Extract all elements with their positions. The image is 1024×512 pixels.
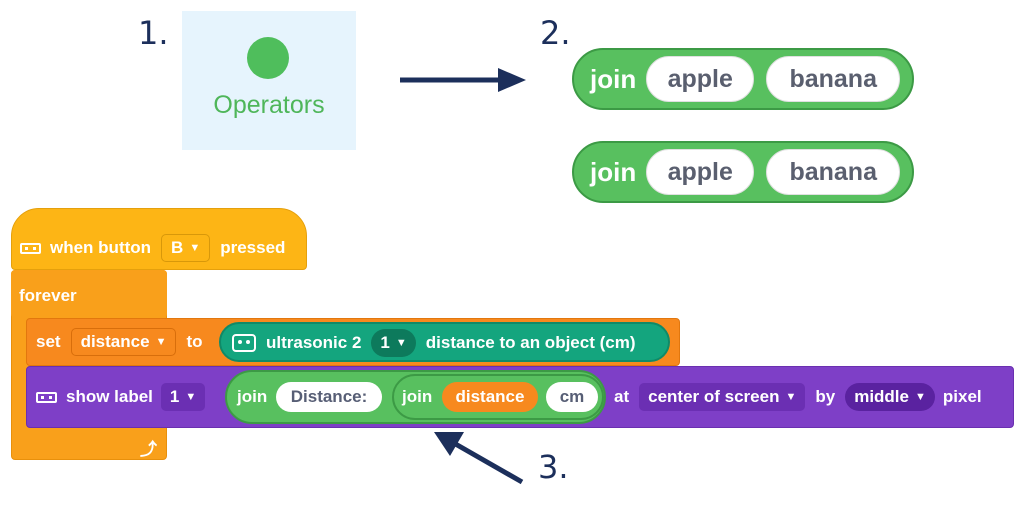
join-input-a[interactable]: apple: [646, 149, 755, 195]
sensor-suffix: distance to an object (cm): [425, 333, 636, 352]
hat-prefix: when button: [50, 238, 152, 257]
join-input-b[interactable]: banana: [766, 149, 901, 195]
join-keyword: join: [590, 156, 637, 187]
step-1-label: 1.: [138, 14, 169, 52]
join-keyword: join: [590, 63, 637, 94]
join-block-1[interactable]: join apple banana: [572, 48, 914, 110]
arrow-right-icon: [400, 68, 526, 92]
align-dropdown[interactable]: middle ▼: [845, 383, 935, 411]
chevron-down-icon: ▼: [155, 336, 167, 348]
unit-text-input[interactable]: cm: [546, 382, 598, 412]
ultrasonic-sensor-icon: [232, 334, 256, 352]
chevron-down-icon: ▼: [189, 242, 201, 254]
forever-label: forever: [19, 286, 77, 305]
variable-dropdown[interactable]: distance ▼: [70, 328, 177, 356]
label-index-dropdown[interactable]: 1 ▼: [160, 383, 206, 411]
align-value: middle: [854, 387, 909, 406]
loop-arrow-icon: ⤴: [140, 440, 157, 459]
category-label: Operators: [213, 91, 325, 119]
step-3-label: 3.: [538, 448, 569, 486]
chevron-down-icon: ▼: [785, 391, 797, 403]
sensor-name: ultrasonic 2: [266, 333, 362, 352]
set-label: set: [36, 332, 61, 351]
arrow-up-left-icon: [434, 432, 524, 485]
unit-label: pixel: [942, 387, 982, 406]
at-label: at: [614, 387, 630, 406]
operators-color-dot-icon: [247, 37, 289, 79]
position-value: center of screen: [648, 387, 780, 406]
microbit-icon: [20, 242, 41, 254]
join-block-2[interactable]: join apple banana: [572, 141, 914, 203]
ultrasonic-distance-block[interactable]: [219, 322, 670, 362]
port-value: 1: [380, 333, 390, 352]
chevron-down-icon: ▼: [915, 391, 926, 403]
variable-value: distance: [80, 332, 150, 351]
button-dropdown[interactable]: B ▼: [161, 234, 211, 262]
port-dropdown[interactable]: 1 ▼: [371, 329, 416, 357]
join-input-a[interactable]: apple: [646, 56, 755, 102]
label-index-value: 1: [169, 387, 180, 406]
when-button-pressed-block[interactable]: [11, 208, 307, 270]
chevron-down-icon: ▼: [395, 337, 407, 349]
button-value: B: [171, 238, 184, 257]
join-keyword: join: [237, 387, 268, 406]
join-input-b[interactable]: banana: [766, 56, 901, 102]
chevron-down-icon: ▼: [185, 391, 197, 403]
step-2-label: 2.: [540, 14, 571, 52]
position-dropdown[interactable]: center of screen ▼: [639, 383, 806, 411]
hat-suffix: pressed: [220, 238, 286, 257]
distance-variable-reporter[interactable]: distance: [442, 382, 538, 412]
distance-text-input[interactable]: Distance:: [276, 382, 382, 412]
join-keyword: join: [402, 387, 433, 406]
show-label-text: show label: [66, 387, 153, 406]
set-to-label: to: [186, 332, 203, 351]
operators-category-tile[interactable]: Operators: [182, 11, 356, 150]
by-label: by: [815, 387, 836, 406]
forever-loop-header: [11, 270, 167, 318]
microbit-icon: [36, 391, 57, 403]
